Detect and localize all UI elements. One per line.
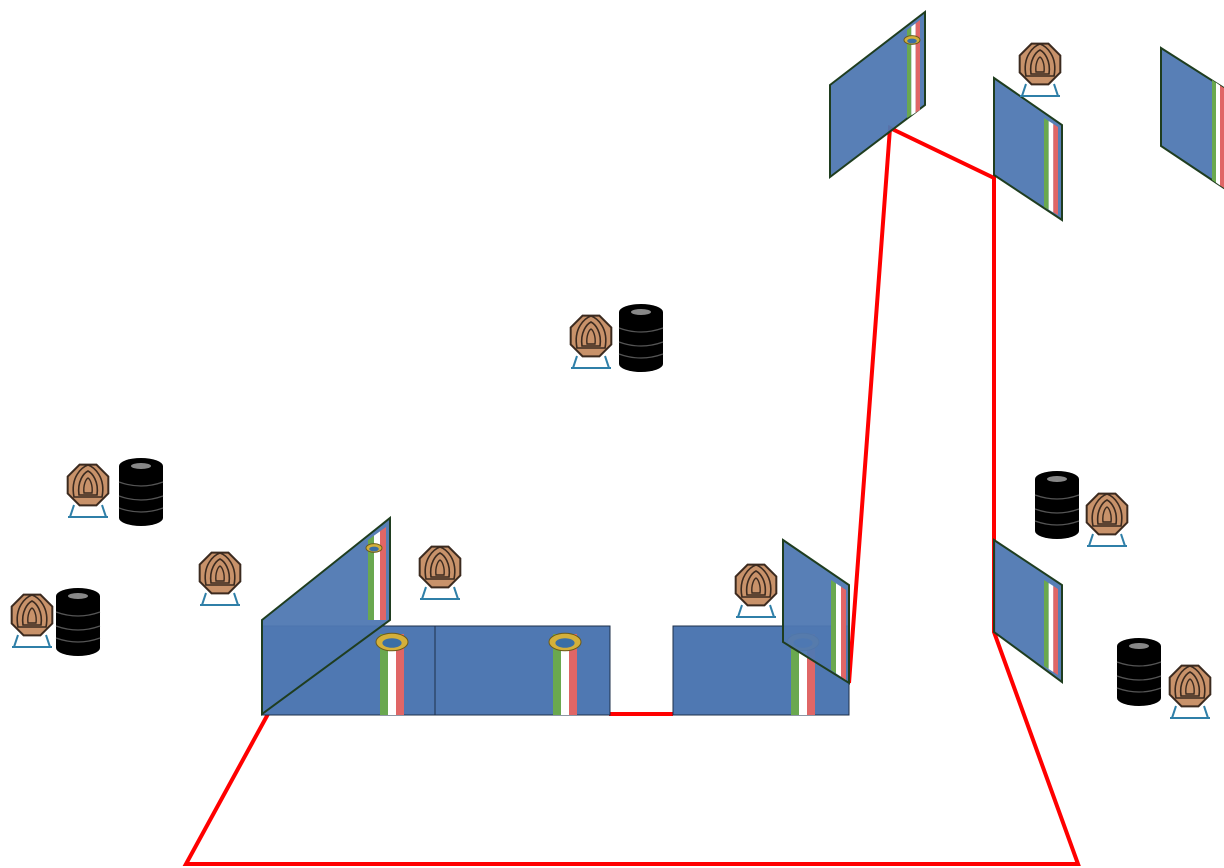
barrel-icon <box>618 304 664 372</box>
wall-panel-layer <box>261 9 1224 716</box>
barrel-icon <box>1116 638 1162 706</box>
barrel-icon <box>1034 471 1080 539</box>
barrel-icon <box>118 458 164 526</box>
wall-panel <box>829 9 926 180</box>
steel-target-icon <box>1018 42 1062 97</box>
wall-panel <box>1160 46 1224 190</box>
wall-panel <box>993 538 1063 684</box>
steel-target-icon <box>66 463 110 518</box>
steel-target-icon <box>10 593 54 648</box>
fault-line <box>182 124 1081 866</box>
steel-target-icon <box>569 314 613 369</box>
prop-layer <box>10 42 1212 719</box>
wall-panel <box>261 515 391 716</box>
barrel-icon <box>55 588 101 656</box>
wall-panel <box>782 538 850 685</box>
steel-target-icon <box>418 545 462 600</box>
steel-target-icon <box>1085 492 1129 547</box>
wall-panel <box>993 76 1063 222</box>
fault-line-layer <box>182 124 1081 866</box>
steel-target-icon <box>1168 664 1212 719</box>
steel-target-icon <box>198 551 242 606</box>
steel-target-icon <box>734 563 778 618</box>
wall-panel <box>434 625 611 716</box>
